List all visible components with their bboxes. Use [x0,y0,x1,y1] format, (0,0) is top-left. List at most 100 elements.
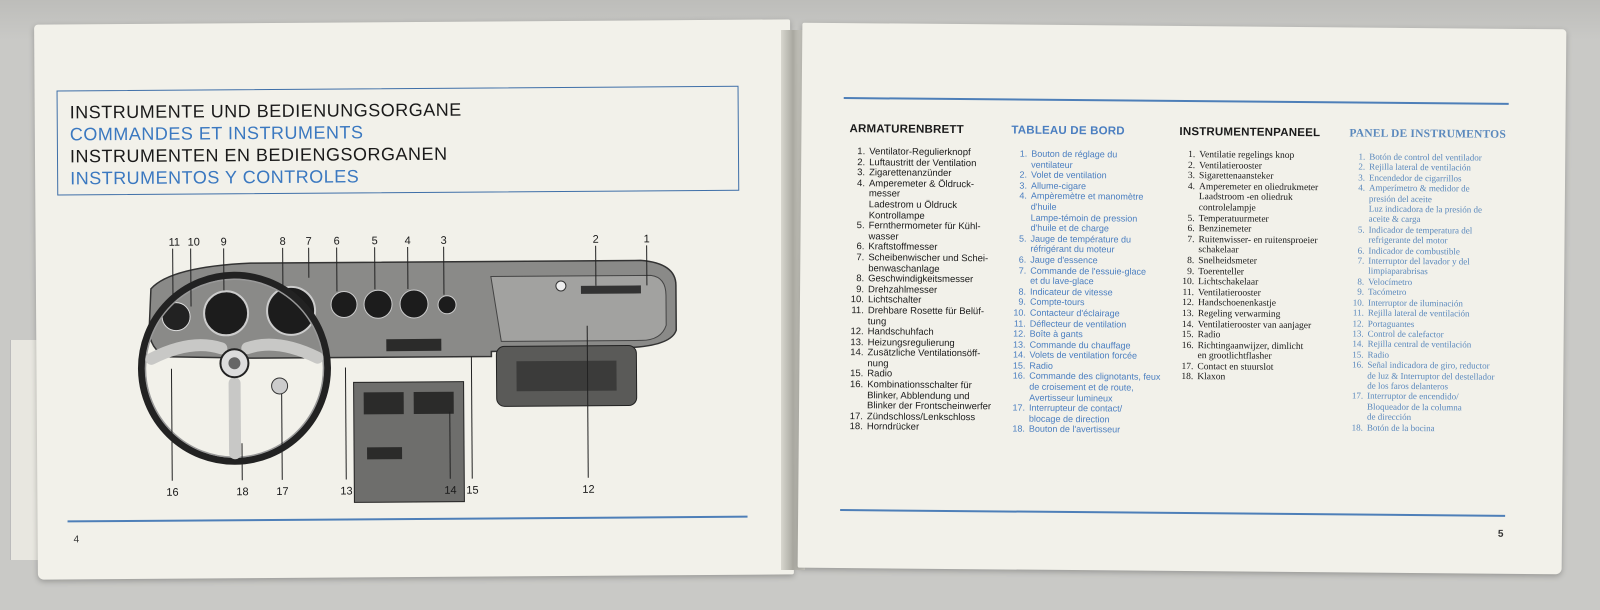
item-number: 14. [850,347,864,359]
item-number: 4. [1187,181,1196,192]
callout-17: 17 [276,486,288,498]
list-item: 11.Drehbare Rosette für Belüf- tung [848,305,992,328]
list-item: 18.Horndrücker [847,421,991,435]
item-number: 18. [1351,422,1363,433]
item-number: 18. [1012,423,1025,435]
column-spanish: PANEL DE INSTRUMENTOS 1.Botón de control… [1347,127,1506,433]
item-number: 7. [1018,265,1027,276]
item-number: 16. [1352,359,1364,370]
item-text: Scheibenwischer und Schei- benwaschanlag… [868,252,989,275]
side-vent [580,285,641,294]
item-number: 18. [1181,372,1194,383]
item-text: Klaxon [1197,372,1226,383]
item-text: Sigarettenaansteker [1199,171,1274,182]
item-number: 9. [1018,296,1027,307]
cigarette-lighter-icon [437,295,457,315]
item-text: Commande des clignotants, feux de croise… [1029,371,1161,404]
item-text: Ventilatierooster [1198,287,1261,299]
tachometer-icon [203,290,250,337]
item-number: 17. [1181,361,1194,372]
item-text: Control de calefactor [1367,328,1444,340]
item-number: 16. [1012,370,1026,382]
callout-1: 1 [644,233,650,245]
item-text: Indicador de temperatura del refrigerant… [1368,224,1473,246]
item-number: 17. [1012,402,1026,413]
fuel-gauge-icon [330,290,358,318]
item-text: Indicateur de vitesse [1030,286,1113,298]
item-text: Boîte à gants [1029,328,1083,340]
item-number: 14. [1352,338,1364,349]
item-number: 12. [1013,328,1026,339]
item-number: 5. [1187,213,1195,224]
item-number: 4. [1019,190,1027,202]
item-text: Jauge de température du réfrigérant du m… [1030,233,1132,255]
item-text: Snelheidsmeter [1198,256,1257,267]
item-number: 7. [1187,234,1195,245]
item-number: 10. [1352,297,1365,308]
title-fr: COMMANDES ET INSTRUMENTS [69,122,364,145]
item-text: Compte-tours [1029,296,1085,308]
column-heading: INSTRUMENTENPANEEL [1179,125,1321,140]
item-number: 9. [1187,266,1195,277]
leader-lines [170,245,648,481]
item-text: Interrupteur de contact/ blocage de dire… [1028,402,1123,425]
item-number: 2. [1019,169,1028,180]
callout-7: 7 [306,236,312,248]
list-item: 4.Amperemeter en oliedrukmeter Laadstroo… [1179,182,1320,215]
list-item: 18.Botón de la bocina [1347,422,1504,434]
callout-8: 8 [280,236,286,248]
list-item: 7.Commande de l'essuie-glace et du lave-… [1010,265,1161,288]
list-item: 18.Klaxon [1177,372,1318,384]
item-text: Radio [1197,330,1221,341]
item-text: Señal indicadora de giro, reductor de lu… [1367,359,1495,392]
list-item: 7.Scheibenwischer und Schei- benwaschanl… [848,252,992,275]
emblem-icon [555,280,567,292]
item-number: 11. [1013,318,1026,329]
list-item: 16.Richtingaanwijzer, dimlicht en grootl… [1177,341,1318,363]
item-text: Benzinemeter [1198,224,1252,235]
item-number: 1. [1019,148,1028,159]
item-text: Portaguantes [1367,318,1415,329]
item-number: 1. [1358,151,1366,162]
item-text: Contacteur d'éclairage [1029,307,1120,319]
ignition-icon [271,377,289,395]
heater-controls [386,338,442,352]
item-number: 12. [1352,317,1364,329]
radio-panel [367,447,403,460]
item-text: Tacómetro [1368,286,1407,298]
item-number: 13. [1352,328,1364,339]
column-dutch: INSTRUMENTENPANEEL 1.Ventilatie regeling… [1177,126,1320,384]
item-number: 6. [1357,245,1365,256]
steering-spokes [145,338,324,460]
callout-15: 15 [466,485,478,497]
item-number: 14. [1012,349,1026,360]
item-number: 3. [1358,172,1366,183]
list-item: 1.Bouton de réglage du ventilateur [1011,149,1162,172]
item-text: Bouton de réglage du ventilateur [1031,148,1118,170]
item-number: 6. [1018,254,1027,265]
item-text: Amperemeter & Öldruck- messer Ladestrom … [868,178,975,222]
item-number: 4. [1358,182,1366,193]
column-heading: ARMATURENBRETT [849,123,964,137]
item-text: Radio [1029,360,1053,371]
item-number: 2. [1358,161,1366,172]
item-number: 6. [1187,224,1195,235]
callout-9: 9 [221,236,227,248]
list-item: 5.Indicador de temperatura del refrigera… [1348,224,1505,246]
callout-2: 2 [593,234,599,246]
page-number: 4 [73,534,80,546]
page-number: 5 [1497,528,1504,540]
callout-18: 18 [236,486,248,498]
item-text: Ventilatierooster [1199,160,1262,172]
item-text: Interruptor del lavador y del limpiapara… [1368,255,1470,277]
console-vent-right [413,391,454,415]
item-number: 7. [1357,255,1365,266]
title-box: INSTRUMENTE UND BEDIENUNGSORGANE COMMAND… [56,85,740,196]
title-es: INSTRUMENTOS Y CONTROLES [70,166,360,189]
item-number: 15. [1012,360,1026,371]
item-text: Horndrücker [866,421,920,434]
